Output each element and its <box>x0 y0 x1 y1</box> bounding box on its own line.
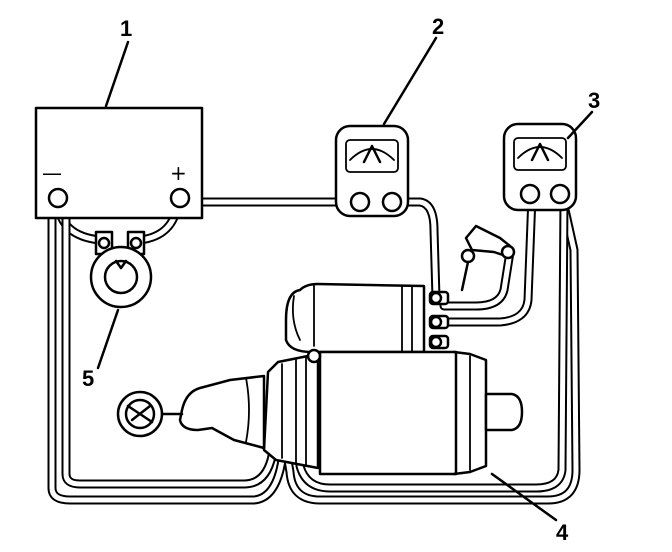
callout-2: 2 <box>432 14 444 39</box>
drive-housing <box>262 352 320 470</box>
wire-battery-negative-ground <box>47 207 287 505</box>
callout-3: 3 <box>588 88 600 113</box>
meter2-terminal-right <box>381 191 403 213</box>
callout-leaders <box>96 36 594 522</box>
callout-4: 4 <box>556 520 569 545</box>
battery-negative-terminal <box>47 187 69 209</box>
meter3-terminal-left <box>519 183 541 205</box>
callout-1: 1 <box>120 16 132 41</box>
nose-housing <box>178 374 266 450</box>
pinion-gauge <box>116 390 184 438</box>
battery-positive-label: + <box>170 161 187 185</box>
callout-5: 5 <box>82 366 94 391</box>
meter2-terminal-left <box>349 191 371 213</box>
voltmeter-2 <box>334 124 410 218</box>
solenoid <box>284 282 426 354</box>
meter3-terminal-right <box>549 183 571 205</box>
voltmeter-3 <box>502 122 578 212</box>
motor-frame <box>318 350 458 476</box>
battery-positive-terminal <box>169 187 191 209</box>
battery: — + <box>34 106 204 220</box>
carbon-pile-knob <box>103 259 139 295</box>
starter-motor <box>178 282 524 476</box>
carbon-pile-tester <box>89 230 153 309</box>
test-probe <box>460 224 516 292</box>
battery-negative-label: — <box>42 161 62 185</box>
